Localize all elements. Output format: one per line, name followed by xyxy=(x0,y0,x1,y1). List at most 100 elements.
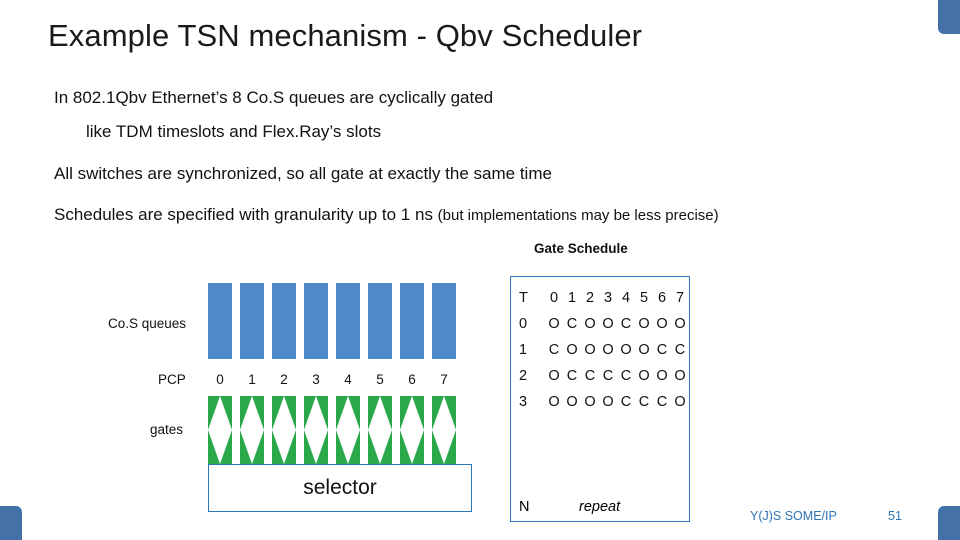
table-header-cell: 3 xyxy=(603,290,613,306)
table-header-cells: 0 1 2 3 4 5 6 7 xyxy=(545,290,689,306)
pcp-value: 6 xyxy=(408,372,416,387)
gate-state-cell: O xyxy=(656,368,668,384)
cos-queues-label: Co.S queues xyxy=(108,316,187,331)
table-row: 3 O O O O C C C O xyxy=(511,389,689,415)
gate-state-cell: C xyxy=(548,342,560,358)
gate-state-cell: O xyxy=(674,368,686,384)
pcp-value: 4 xyxy=(344,372,352,387)
gate-state-cell: C xyxy=(620,316,632,332)
queue-bars xyxy=(208,283,470,359)
table-header-cell: 5 xyxy=(639,290,649,306)
table-header-row: T 0 1 2 3 4 5 6 7 xyxy=(511,277,689,311)
gate-state-cell: O xyxy=(638,342,650,358)
gate-icon xyxy=(240,396,264,464)
pcp-value: 5 xyxy=(376,372,384,387)
body-line-4-note: (but implementations may be less precise… xyxy=(437,207,719,224)
gates-label: gates xyxy=(150,422,184,437)
queue-bar xyxy=(240,283,264,359)
queue-bar xyxy=(400,283,424,359)
gate-state-cell: C xyxy=(620,368,632,384)
row-cells: O C C C C O O O xyxy=(545,368,689,384)
gate-state-cell: O xyxy=(566,394,578,410)
table-row: 1 C O O O O O C C xyxy=(511,337,689,363)
gate-state-cell: O xyxy=(584,316,596,332)
gate-icon xyxy=(272,396,296,464)
table-header-cell: 4 xyxy=(621,290,631,306)
gate-schedule-title: Gate Schedule xyxy=(534,241,628,256)
footer-page-number: 51 xyxy=(888,509,902,523)
gate-state-cell: O xyxy=(674,394,686,410)
pcp-value: 0 xyxy=(216,372,224,387)
schedule-last-row-label: N xyxy=(519,499,530,515)
pcp-label: PCP xyxy=(158,372,186,387)
table-header-cell: 6 xyxy=(657,290,667,306)
gate-state-cell: O xyxy=(638,316,650,332)
queue-bar xyxy=(304,283,328,359)
gate-state-cell: O xyxy=(656,316,668,332)
gate-state-cell: O xyxy=(638,368,650,384)
body-line-3: All switches are synchronized, so all ga… xyxy=(54,164,552,183)
corner-accent-bottom-right xyxy=(938,506,960,540)
table-row: 0 O C O O C O O O xyxy=(511,311,689,337)
gate-state-cell: O xyxy=(584,342,596,358)
row-cells: O C O O C O O O xyxy=(545,316,689,332)
table-header-t: T xyxy=(519,290,528,306)
schedule-repeat-label: repeat xyxy=(579,499,621,515)
gate-state-cell: C xyxy=(656,342,668,358)
pcp-value: 2 xyxy=(280,372,288,387)
pcp-value: 1 xyxy=(248,372,256,387)
gate-state-cell: C xyxy=(584,368,596,384)
queue-bar xyxy=(272,283,296,359)
row-label: 1 xyxy=(519,342,528,358)
row-cells: O O O O C C C O xyxy=(545,394,689,410)
gate-state-cell: C xyxy=(566,316,578,332)
body-line-4: Schedules are specified with granularity… xyxy=(54,205,719,225)
gate-state-cell: C xyxy=(638,394,650,410)
queue-bar xyxy=(368,283,392,359)
gate-state-cell: C xyxy=(620,394,632,410)
row-cells: C O O O O O C C xyxy=(545,342,689,358)
footer-brand: Y(J)S SOME/IP xyxy=(750,509,837,523)
gate-state-cell: C xyxy=(656,394,668,410)
corner-accent-bottom-left xyxy=(0,506,22,540)
table-header-cell: 7 xyxy=(675,290,685,306)
gate-icon xyxy=(400,396,424,464)
table-row: 2 O C C C C O O O xyxy=(511,363,689,389)
body-line-1: In 802.1Qbv Ethernet’s 8 Co.S queues are… xyxy=(54,88,494,107)
corner-accent-top-right xyxy=(938,0,960,34)
table-header-cell: 0 xyxy=(549,290,559,306)
gate-state-cell: C xyxy=(602,368,614,384)
gate-symbols xyxy=(208,396,470,464)
gate-state-cell: O xyxy=(620,342,632,358)
row-label: 3 xyxy=(519,394,528,410)
queue-bar xyxy=(208,283,232,359)
row-label: 0 xyxy=(519,316,528,332)
gate-icon xyxy=(304,396,328,464)
pcp-values: 0 1 2 3 4 5 6 7 xyxy=(208,372,470,387)
gate-state-cell: O xyxy=(548,368,560,384)
row-label: 2 xyxy=(519,368,528,384)
pcp-value: 7 xyxy=(440,372,448,387)
gate-icon xyxy=(208,396,232,464)
body-line-4-main: Schedules are specified with granularity… xyxy=(54,205,438,224)
gate-icon xyxy=(368,396,392,464)
gate-icon xyxy=(432,396,456,464)
gate-state-cell: O xyxy=(548,316,560,332)
gate-state-cell: O xyxy=(602,342,614,358)
gate-state-cell: C xyxy=(674,342,686,358)
gate-state-cell: O xyxy=(584,394,596,410)
table-header-cell: 2 xyxy=(585,290,595,306)
slide-title: Example TSN mechanism - Qbv Scheduler xyxy=(48,18,643,53)
gate-state-cell: O xyxy=(548,394,560,410)
queue-bar xyxy=(336,283,360,359)
gate-state-cell: C xyxy=(566,368,578,384)
gate-state-cell: O xyxy=(566,342,578,358)
body-line-2: like TDM timeslots and Flex.Ray’s slots xyxy=(86,122,382,141)
queue-bar xyxy=(432,283,456,359)
gate-schedule-table: T 0 1 2 3 4 5 6 7 0 O C O O C O O O 1 C … xyxy=(510,276,690,522)
gate-icon xyxy=(336,396,360,464)
gate-state-cell: O xyxy=(674,316,686,332)
pcp-value: 3 xyxy=(312,372,320,387)
gate-state-cell: O xyxy=(602,316,614,332)
selector-box: selector xyxy=(208,464,472,512)
